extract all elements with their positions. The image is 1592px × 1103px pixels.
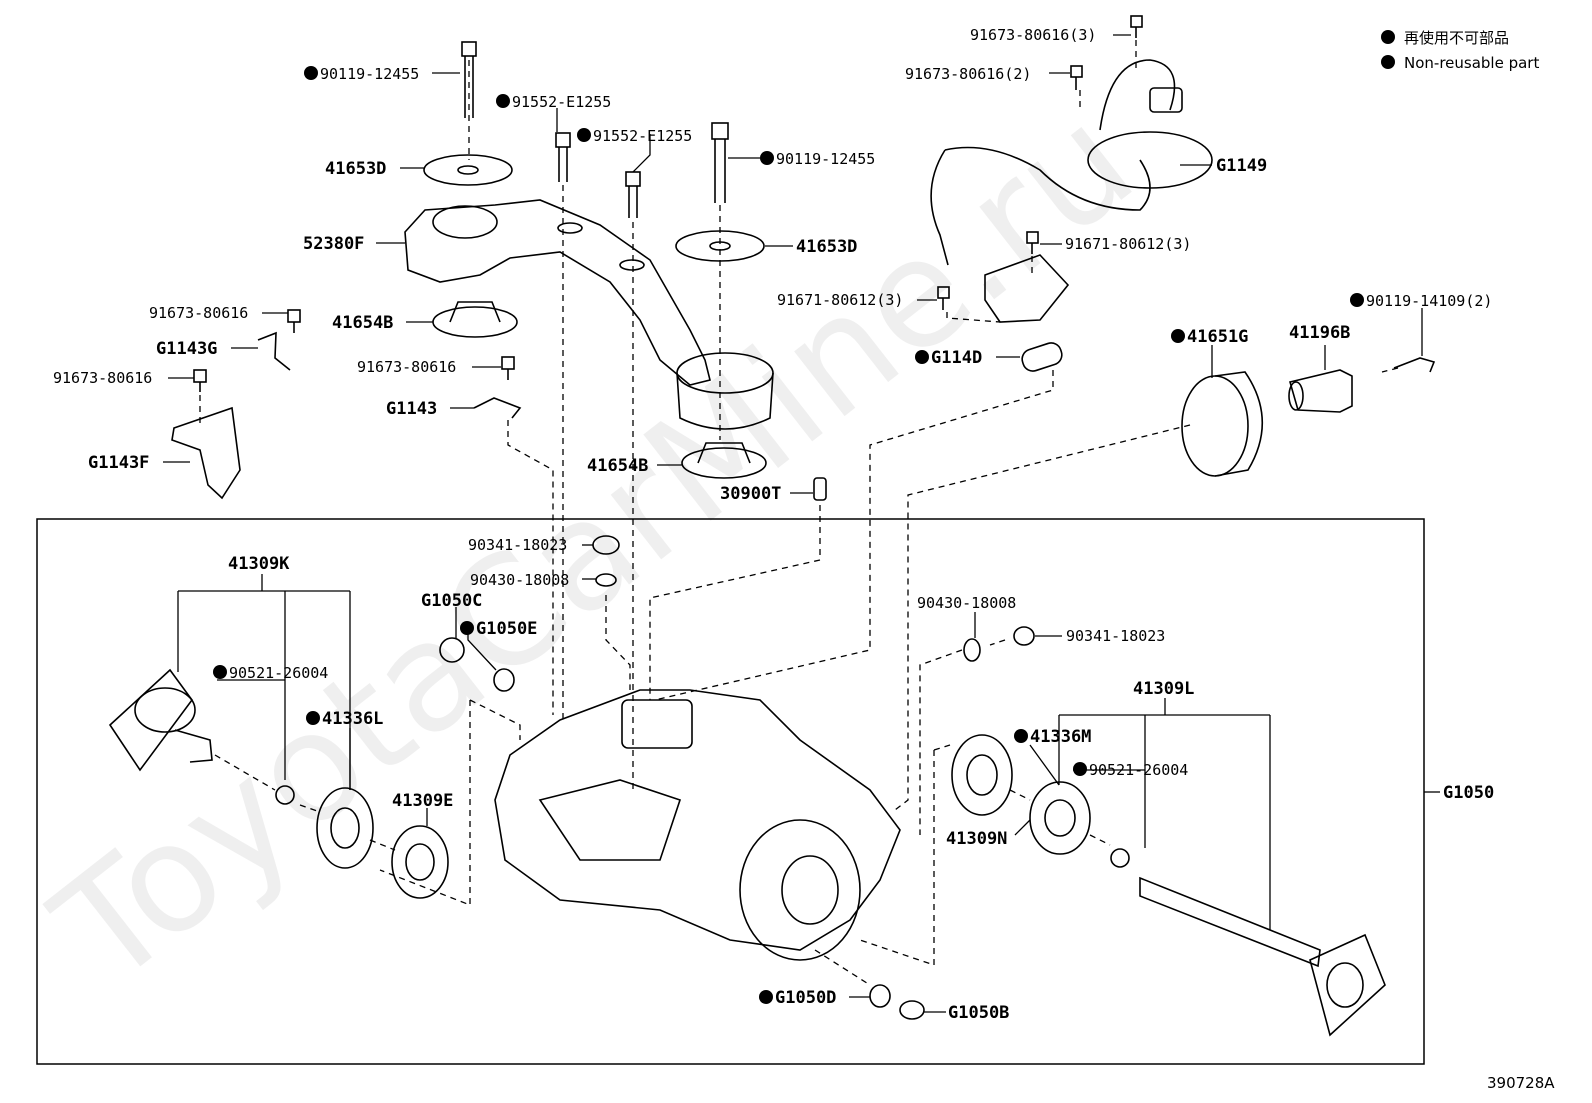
non-reusable-icon	[1014, 729, 1028, 743]
callout-90119-12455-a: 90119-12455	[320, 65, 419, 83]
callout-G1143: G1143	[386, 399, 437, 419]
callout-41336M: 41336M	[1030, 727, 1091, 747]
breather-30900T	[813, 477, 827, 501]
diagram-code: 390728A	[1487, 1074, 1555, 1092]
non-reusable-icon	[1171, 329, 1185, 343]
callout-41653D-b: 41653D	[796, 237, 857, 257]
callout-90521-26004-b: 90521-26004	[1089, 761, 1188, 779]
legend: 再使用不可部品 Non-reusable part	[1381, 29, 1539, 72]
callout-G114D: G114D	[931, 348, 982, 368]
non-reusable-icon	[915, 350, 929, 364]
callout-90341-18023-a: 90341-18023	[468, 536, 567, 554]
callout-91673-80616-b: 91673-80616	[53, 369, 152, 387]
callout-G1050C: G1050C	[421, 591, 482, 611]
callout-41654B-a: 41654B	[332, 313, 393, 333]
mount-washers	[423, 154, 765, 262]
watermark: ToyotaCarMine.ru	[24, 74, 1165, 1018]
leader-lines	[163, 34, 1423, 1013]
callout-91673-80616-c: 91673-80616	[357, 358, 456, 376]
callout-41336L: 41336L	[322, 709, 383, 729]
member-52380F	[404, 199, 774, 430]
upper-bolts	[461, 41, 729, 218]
shaft-right-41309L	[951, 734, 1386, 1037]
callout-90430-18008-b: 90430-18008	[917, 594, 1016, 612]
bracket-41309L	[1058, 698, 1271, 930]
non-reusable-icon	[496, 94, 510, 108]
callout-41309N: 41309N	[946, 829, 1007, 849]
non-reusable-icon	[759, 990, 773, 1004]
callout-30900T: 30900T	[720, 484, 781, 504]
transaxle-body	[494, 689, 901, 961]
non-reusable-icon	[304, 66, 318, 80]
callout-41309L: 41309L	[1133, 679, 1194, 699]
callout-41196B: 41196B	[1289, 323, 1350, 343]
callout-41309K: 41309K	[228, 554, 290, 574]
assembly-lines	[199, 40, 1399, 986]
callout-41654B-b: 41654B	[587, 456, 648, 476]
callout-G1143G: G1143G	[156, 339, 217, 359]
callout-91673-80616-a: 91673-80616	[149, 304, 248, 322]
callout-52380F: 52380F	[303, 234, 364, 254]
callout-90119-14109-2: 90119-14109(2)	[1366, 292, 1492, 310]
callout-41653D-a: 41653D	[325, 159, 386, 179]
callout-41309E: 41309E	[392, 791, 453, 811]
non-reusable-icon	[306, 711, 320, 725]
callout-G1050B: G1050B	[948, 1003, 1009, 1023]
callout-labels: 90119-12455 91552-E1255 91552-E1255 9011…	[53, 26, 1492, 1023]
non-reusable-icon	[460, 621, 474, 635]
legend-line2: Non-reusable part	[1404, 54, 1539, 72]
callout-91552-E1255-b: 91552-E1255	[593, 127, 692, 145]
shaft-left-41309K	[108, 668, 449, 899]
non-reusable-icon	[1350, 293, 1364, 307]
callout-91673-80616-3: 91673-80616(3)	[970, 26, 1096, 44]
callout-41651G: 41651G	[1187, 327, 1248, 347]
callout-90521-26004-a: 90521-26004	[229, 664, 328, 682]
non-reusable-icon	[1073, 762, 1087, 776]
legend-line1: 再使用不可部品	[1404, 29, 1509, 47]
callout-G1149: G1149	[1216, 156, 1267, 176]
callout-91673-80616-2: 91673-80616(2)	[905, 65, 1031, 83]
non-reusable-icon	[577, 128, 591, 142]
non-reusable-icon	[760, 151, 774, 165]
callout-91671-80612-3-a: 91671-80612(3)	[1065, 235, 1191, 253]
mount-41651G	[1181, 357, 1436, 477]
non-reusable-icon	[213, 665, 227, 679]
callout-90430-18008-a: 90430-18008	[470, 571, 569, 589]
harness-G1149	[930, 15, 1213, 372]
callout-91552-E1255-a: 91552-E1255	[512, 93, 611, 111]
callout-90119-12455-b: 90119-12455	[776, 150, 875, 168]
callout-G1050D: G1050D	[775, 988, 836, 1008]
assembly-label: G1050	[1443, 783, 1494, 803]
brackets-G1143	[171, 309, 522, 500]
callout-G1050E: G1050E	[476, 619, 537, 639]
callout-91671-80612-3-b: 91671-80612(3)	[777, 291, 903, 309]
callout-90341-18023-b: 90341-18023	[1066, 627, 1165, 645]
legend-dot-icon	[1381, 55, 1395, 69]
legend-dot-icon	[1381, 30, 1395, 44]
callout-G1143F: G1143F	[88, 453, 149, 473]
